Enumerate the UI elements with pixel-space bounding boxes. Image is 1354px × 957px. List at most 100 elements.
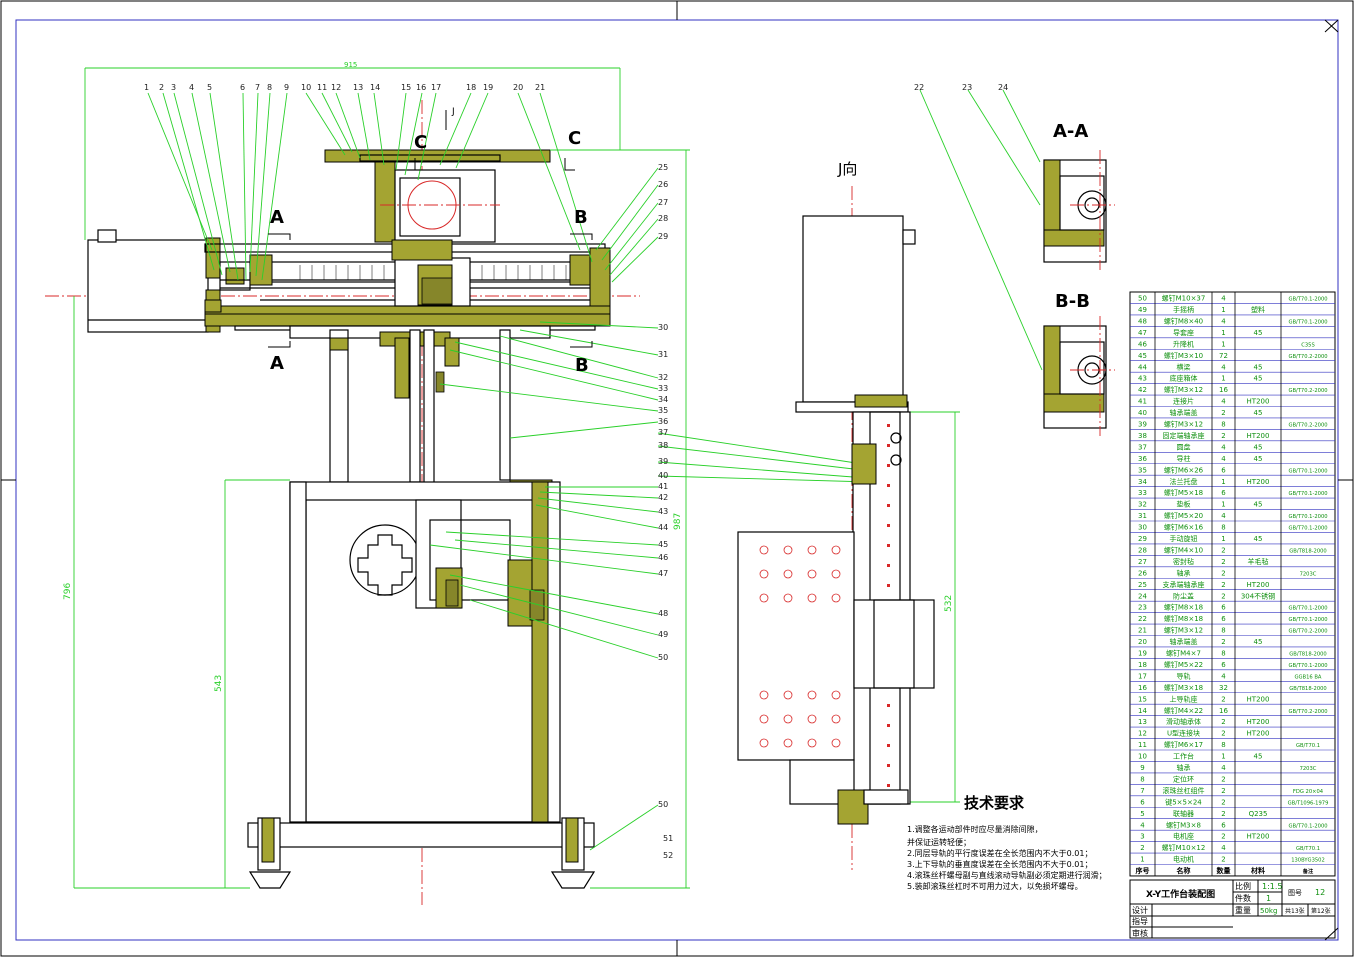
bom-cell: 螺钉M8×18 bbox=[1164, 614, 1203, 623]
bom-cell: GB/T70.2-2000 bbox=[1288, 388, 1327, 394]
bom-cell: C35S bbox=[1301, 342, 1315, 348]
bom-cell: 17 bbox=[1138, 672, 1147, 680]
callout-37: 37 bbox=[658, 428, 668, 437]
bom-cell: GB/T70.1-2000 bbox=[1288, 606, 1327, 612]
bom-cell: HT200 bbox=[1247, 718, 1270, 726]
title-block-text: X-Y工作台装配图 比例 1:1.5 件数 1 重量 50kg 图号 12 共1… bbox=[1132, 881, 1331, 938]
bom-cell: 2 bbox=[1221, 810, 1225, 818]
callout-18: 18 bbox=[466, 83, 476, 92]
bom-cell: 滑动轴承体 bbox=[1166, 717, 1201, 726]
callout-29: 29 bbox=[658, 232, 668, 241]
bom-cell: GB/T818-2000 bbox=[1289, 652, 1326, 658]
bom-cell: 螺钉M6×26 bbox=[1164, 465, 1204, 474]
tech-item: 1.调整各运动部件时应尽量消除间隙， bbox=[907, 824, 1043, 834]
bom-cell: 40 bbox=[1138, 409, 1147, 417]
section-aa-title: A-A bbox=[1053, 121, 1088, 142]
bom-cell: 4 bbox=[1221, 363, 1226, 371]
bom-cell: 螺钉M3×12 bbox=[1164, 626, 1203, 635]
callout-27: 27 bbox=[658, 198, 668, 207]
callout-9: 9 bbox=[284, 83, 289, 92]
bom-cell: 密封毡 bbox=[1173, 557, 1194, 566]
bom-cell: 41 bbox=[1138, 398, 1147, 406]
bom-cell: 46 bbox=[1138, 340, 1147, 348]
bom-cell: 防尘盖 bbox=[1173, 591, 1194, 600]
callout-45: 45 bbox=[658, 540, 668, 549]
bom-cell: HT200 bbox=[1247, 432, 1270, 440]
bom-cell: 底座箱体 bbox=[1170, 374, 1198, 383]
bom-cell: 6 bbox=[1221, 661, 1226, 669]
callout-44: 44 bbox=[658, 523, 668, 532]
bom-cell: 1 bbox=[1221, 340, 1225, 348]
work-table bbox=[324, 149, 551, 163]
bom-cell: 螺钉M3×18 bbox=[1164, 683, 1203, 692]
callouts-top: 1 2 3 4 5 6 7 8 9 10 11 12 13 14 15 16 1… bbox=[144, 83, 1008, 92]
bom-cell: 45 bbox=[1254, 409, 1263, 417]
bom-cell: 1 bbox=[1221, 753, 1225, 761]
bom-cell: 32 bbox=[1219, 684, 1228, 692]
bom-cell: 304不锈钢 bbox=[1241, 591, 1275, 600]
bom-cell: 滚珠丝杠组件 bbox=[1163, 786, 1205, 795]
callout-43: 43 bbox=[658, 507, 668, 516]
bom-cell: 螺钉M4×7 bbox=[1166, 649, 1201, 658]
bom-cell: 2 bbox=[1221, 718, 1225, 726]
dim-987: 987 bbox=[673, 513, 683, 530]
bom-cell: 塑料 bbox=[1251, 305, 1265, 314]
bom-cell: 4 bbox=[1221, 455, 1226, 463]
bom-cell: GB/T70.1 bbox=[1296, 743, 1320, 749]
tech-item: 5.装卸滚珠丝杠时不可用力过大，以免损坏螺母。 bbox=[907, 881, 1083, 891]
bom-cell: 28 bbox=[1138, 546, 1147, 554]
bom-cell: 47 bbox=[1138, 329, 1147, 337]
callout-5: 5 bbox=[207, 83, 212, 92]
scale-value: 1:1.5 bbox=[1262, 882, 1283, 891]
bom-cell: 1 bbox=[1221, 535, 1225, 543]
callout-26: 26 bbox=[658, 180, 668, 189]
bom-cell: 2 bbox=[1221, 695, 1225, 703]
bom-cell: 工作台 bbox=[1173, 752, 1194, 761]
callout-28: 28 bbox=[658, 214, 668, 223]
bom-cell: 14 bbox=[1138, 707, 1147, 715]
bom-cell: 38 bbox=[1138, 432, 1147, 440]
bom-cell: 轴承 bbox=[1177, 763, 1191, 772]
bom-cell: 横梁 bbox=[1177, 362, 1191, 371]
callout-6: 6 bbox=[240, 83, 245, 92]
bom-cell: 25 bbox=[1138, 581, 1147, 589]
drawing-title: X-Y工作台装配图 bbox=[1146, 888, 1215, 900]
bom-cell: GB/T70.1 bbox=[1296, 846, 1320, 852]
callout-32: 32 bbox=[658, 373, 668, 382]
bom-cell: HT200 bbox=[1247, 833, 1270, 841]
callout-13: 13 bbox=[353, 83, 363, 92]
tech-item: 4.滚珠丝杆螺母副与直线滚动导轨副必须定期进行润滑； bbox=[907, 870, 1107, 880]
bom-cell: 升降机 bbox=[1173, 339, 1194, 348]
bom-cell: GB/T70.1-2000 bbox=[1288, 617, 1327, 623]
bom-cell: 6 bbox=[1140, 798, 1145, 806]
callout-19: 19 bbox=[483, 83, 493, 92]
bom-header-cell: 序号 bbox=[1135, 866, 1150, 875]
bom-cell: 上导轨座 bbox=[1170, 694, 1198, 703]
bom-header-cell: 备注 bbox=[1302, 867, 1314, 875]
bom-cell: 1 bbox=[1221, 306, 1225, 314]
bom-cell: HT200 bbox=[1247, 398, 1270, 406]
qty-label: 件数 bbox=[1235, 893, 1251, 903]
leader-lines bbox=[147, 89, 1043, 851]
callout-16: 16 bbox=[416, 83, 426, 92]
guide-label: 指导 bbox=[1132, 916, 1148, 926]
callout-39: 39 bbox=[658, 457, 668, 466]
bom-cell: 键5×5×24 bbox=[1165, 797, 1202, 806]
bom-cell: FDG 20×04 bbox=[1293, 789, 1324, 795]
bom-cell: 45 bbox=[1254, 455, 1263, 463]
callout-30: 30 bbox=[658, 323, 668, 332]
dim-532: 532 bbox=[944, 595, 954, 612]
bom-cell: GB/T70.1-2000 bbox=[1288, 297, 1327, 303]
bom-cell: GB/T70.1-2000 bbox=[1288, 526, 1327, 532]
bom-cell: GB/T70.1-2000 bbox=[1288, 663, 1327, 669]
bom-cell: Q235 bbox=[1249, 810, 1268, 818]
bom-cell: GB/T70.2-2000 bbox=[1288, 629, 1327, 635]
callout-20: 20 bbox=[513, 83, 523, 92]
bom-cell: 2 bbox=[1221, 569, 1225, 577]
bom-cell: 支承端轴承座 bbox=[1163, 580, 1205, 589]
bom-cell: 2 bbox=[1221, 581, 1225, 589]
bom-cell: 螺钉M8×40 bbox=[1164, 316, 1203, 325]
bom-cell: GB/T70.1-2000 bbox=[1288, 514, 1327, 520]
section-A-bottom: A bbox=[270, 353, 284, 374]
bom-cell: 螺钉M4×10 bbox=[1164, 545, 1203, 554]
